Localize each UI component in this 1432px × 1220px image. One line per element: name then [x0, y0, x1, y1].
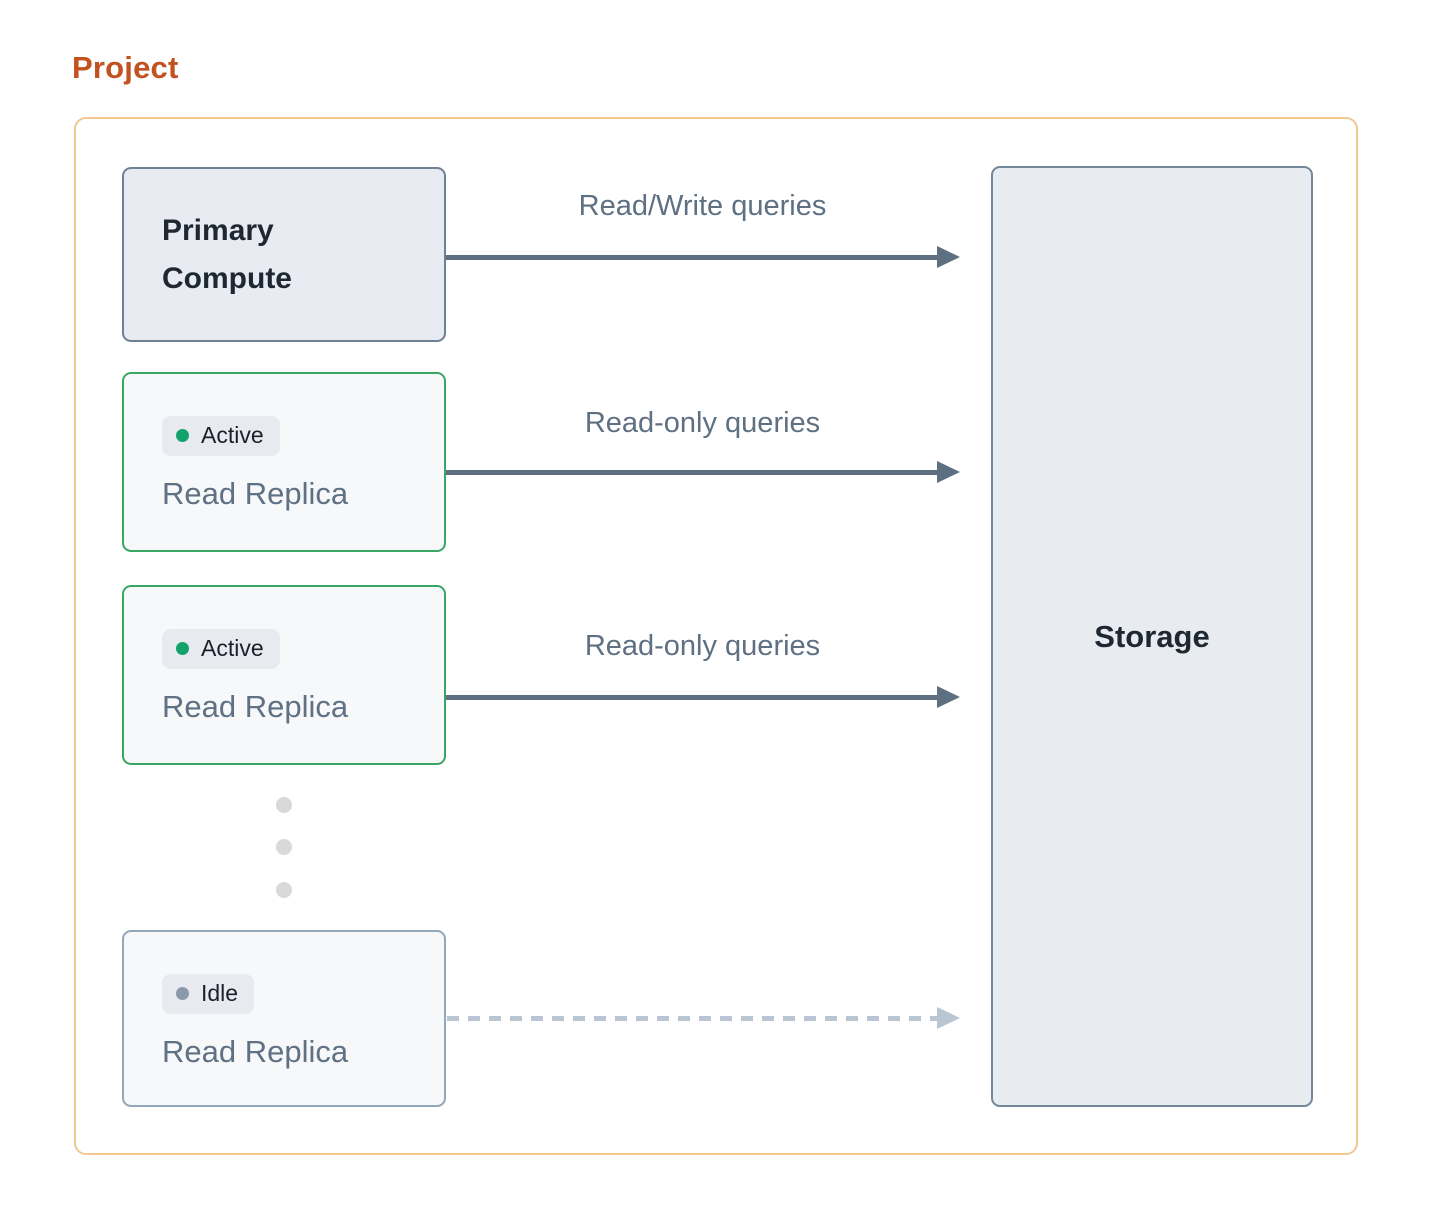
- edge-label-read-write: Read/Write queries: [578, 190, 827, 222]
- project-container: Primary Compute Active Read Replica Acti…: [74, 117, 1358, 1155]
- primary-compute-label: Primary Compute: [162, 213, 292, 295]
- status-badge: Active: [162, 629, 280, 669]
- arrowhead-icon: [937, 246, 960, 268]
- edge-line-primary-to-storage: [446, 255, 937, 260]
- arrowhead-icon: [937, 1007, 960, 1029]
- page-title: Project: [72, 50, 179, 85]
- edge-label-read-only-1: Read-only queries: [584, 407, 821, 439]
- status-label: Active: [201, 422, 264, 448]
- read-replica-node-2: Active Read Replica: [122, 585, 446, 765]
- status-label: Active: [201, 635, 264, 661]
- read-replica-label: Read Replica: [162, 689, 349, 724]
- edge-line-replica2-to-storage: [446, 695, 937, 700]
- idle-status-dot-icon: [176, 987, 189, 1000]
- active-status-dot-icon: [176, 642, 189, 655]
- read-replica-label: Read Replica: [162, 476, 349, 511]
- edge-label-read-only-2: Read-only queries: [584, 630, 821, 662]
- idle-read-replica-node: Idle Read Replica: [122, 930, 446, 1107]
- primary-compute-node: Primary Compute: [122, 167, 446, 342]
- storage-label: Storage: [1094, 618, 1210, 654]
- status-label: Idle: [201, 980, 239, 1006]
- edge-line-replica1-to-storage: [446, 470, 937, 475]
- read-replica-node-1: Active Read Replica: [122, 372, 446, 552]
- arrowhead-icon: [937, 461, 960, 483]
- edge-line-idle-to-storage: [447, 1016, 937, 1021]
- status-badge: Idle: [162, 974, 255, 1014]
- read-replica-label: Read Replica: [162, 1034, 349, 1069]
- storage-node: Storage: [991, 166, 1313, 1107]
- status-badge: Active: [162, 416, 280, 456]
- active-status-dot-icon: [176, 429, 189, 442]
- arrowhead-icon: [937, 686, 960, 708]
